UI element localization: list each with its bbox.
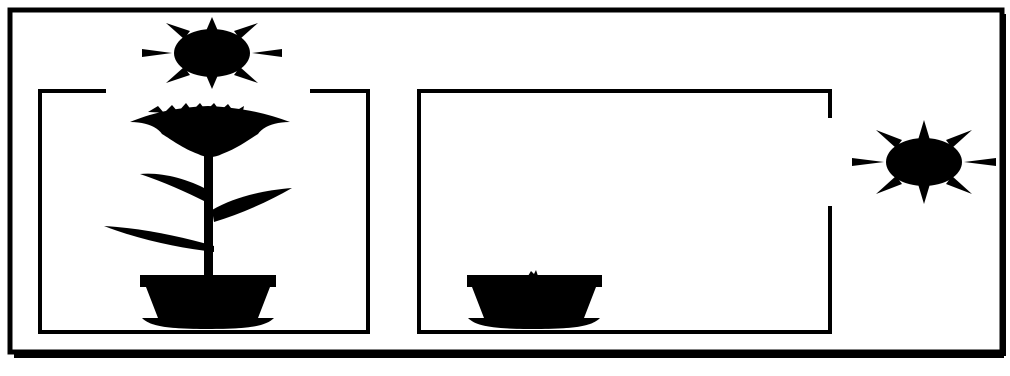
flower-pot-icon (140, 275, 276, 329)
sun-icon (142, 17, 282, 89)
sun-icon (852, 120, 996, 204)
flower-icon (104, 103, 292, 276)
flower-pot-icon (467, 275, 602, 329)
